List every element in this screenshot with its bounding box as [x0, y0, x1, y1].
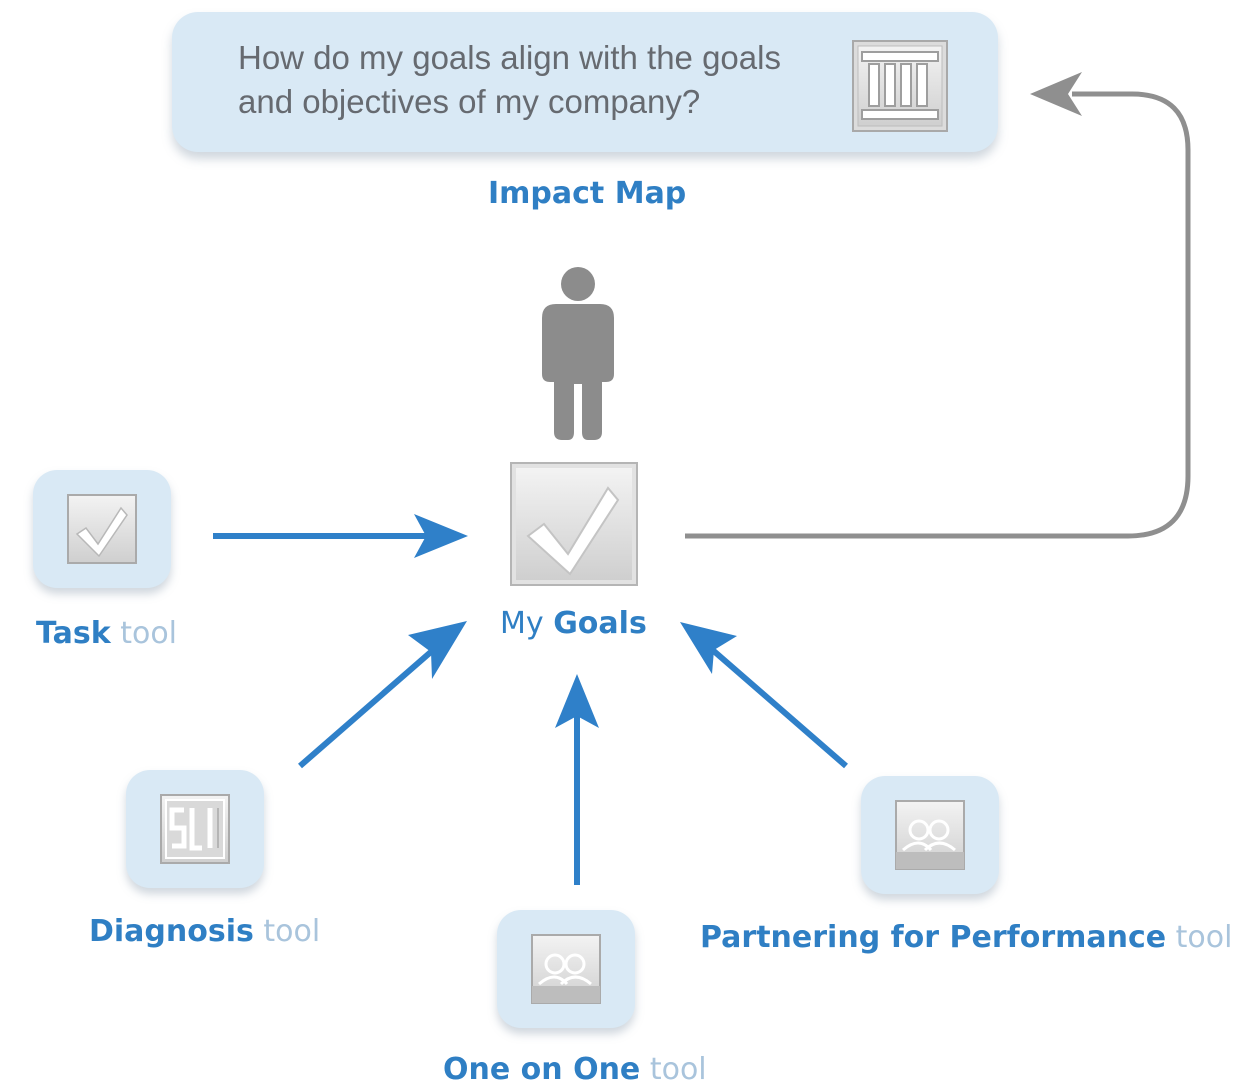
arrow-diagnosis-to-goals — [298, 621, 467, 769]
one-on-one-tool-tile[interactable] — [497, 910, 635, 1028]
task-tool-label: Task tool — [36, 616, 178, 651]
impact-map-columns-icon[interactable] — [852, 40, 948, 132]
partnering-tool-label: Partnering for Performance tool — [700, 920, 1233, 955]
diagnosis-tool-tile[interactable] — [126, 770, 264, 888]
sli-icon — [160, 794, 230, 864]
feedback-arrow — [685, 72, 1191, 539]
checkmark-icon — [67, 494, 137, 564]
arrow-task-to-goals — [213, 514, 468, 558]
arrow-one-on-one-to-goals — [555, 674, 599, 885]
impact-map-label: Impact Map — [488, 176, 687, 211]
task-tool-tile[interactable] — [33, 470, 171, 588]
my-goals-checkmark-icon[interactable] — [510, 462, 638, 586]
two-people-icon — [895, 800, 965, 870]
partnering-tool-tile[interactable] — [861, 776, 999, 894]
diagnosis-tool-label: Diagnosis tool — [89, 914, 321, 949]
impact-map-question-box: How do my goals align with the goals and… — [172, 12, 998, 152]
person-icon — [542, 267, 614, 440]
one-on-one-tool-label: One on One tool — [443, 1052, 707, 1087]
two-people-icon — [531, 934, 601, 1004]
arrow-partnering-to-goals — [680, 622, 848, 769]
question-text: How do my goals align with the goals and… — [238, 39, 781, 120]
my-goals-label: My Goals — [500, 606, 647, 641]
